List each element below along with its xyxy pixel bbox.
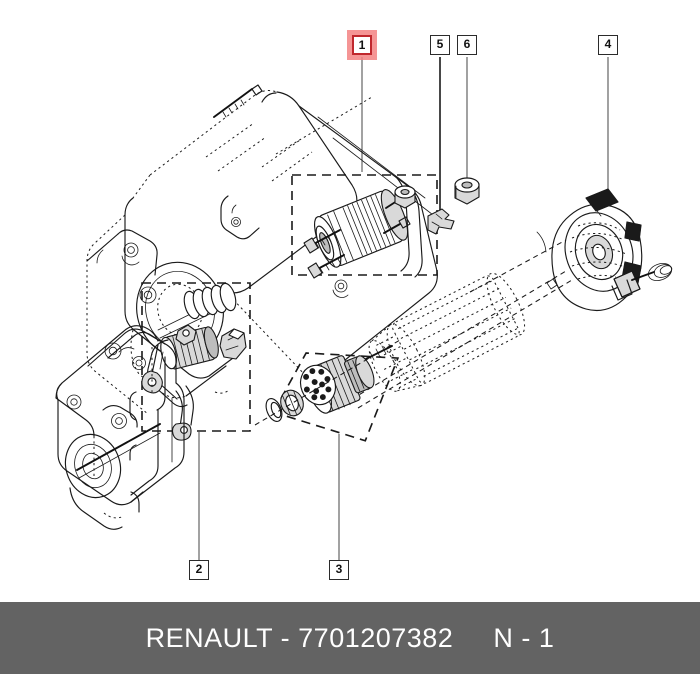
- leader-lines: [198, 57, 609, 560]
- brush-holder-illustration: [469, 188, 673, 312]
- callout-label: 5: [436, 37, 444, 51]
- plunger-cap: [219, 328, 247, 360]
- callout-marker-6[interactable]: 6: [457, 35, 477, 55]
- callout-label: 4: [604, 37, 612, 51]
- snap-ring: [265, 397, 283, 423]
- drive-pinion-group: [254, 339, 401, 442]
- stop-collar: [280, 389, 304, 417]
- callout-marker-4[interactable]: 4: [598, 35, 618, 55]
- complete-starter-motor-illustration: [86, 84, 547, 415]
- callout-label: 3: [335, 562, 343, 576]
- solenoid-group: [291, 174, 480, 279]
- footer-bar: RENAULT - 7701207382 N - 1: [0, 602, 700, 674]
- callout-marker-2[interactable]: 2: [189, 560, 209, 580]
- part-number-caption: RENAULT - 7701207382 N - 1: [145, 622, 555, 653]
- terminal-bracket-part: [427, 208, 455, 235]
- misc-small-parts: [129, 391, 137, 461]
- callout-label: 6: [463, 37, 471, 51]
- solenoid-bolt-b: [307, 254, 345, 279]
- terminal-nut-part: [454, 177, 480, 205]
- terminal-nut-part-small: [394, 185, 416, 209]
- callout-label: 2: [195, 562, 203, 576]
- armature-illustration: [351, 270, 573, 409]
- solenoid-bolt-a: [303, 229, 341, 254]
- callout-marker-5[interactable]: 5: [430, 35, 450, 55]
- shift-fork-group: [141, 282, 251, 441]
- callout-marker-1[interactable]: 1: [352, 35, 372, 55]
- callout-marker-3[interactable]: 3: [329, 560, 349, 580]
- callout-label: 1: [358, 38, 366, 52]
- return-spring: [183, 282, 237, 320]
- drive-end-housing-illustration: [55, 325, 185, 530]
- pinion-teeth: [299, 364, 337, 406]
